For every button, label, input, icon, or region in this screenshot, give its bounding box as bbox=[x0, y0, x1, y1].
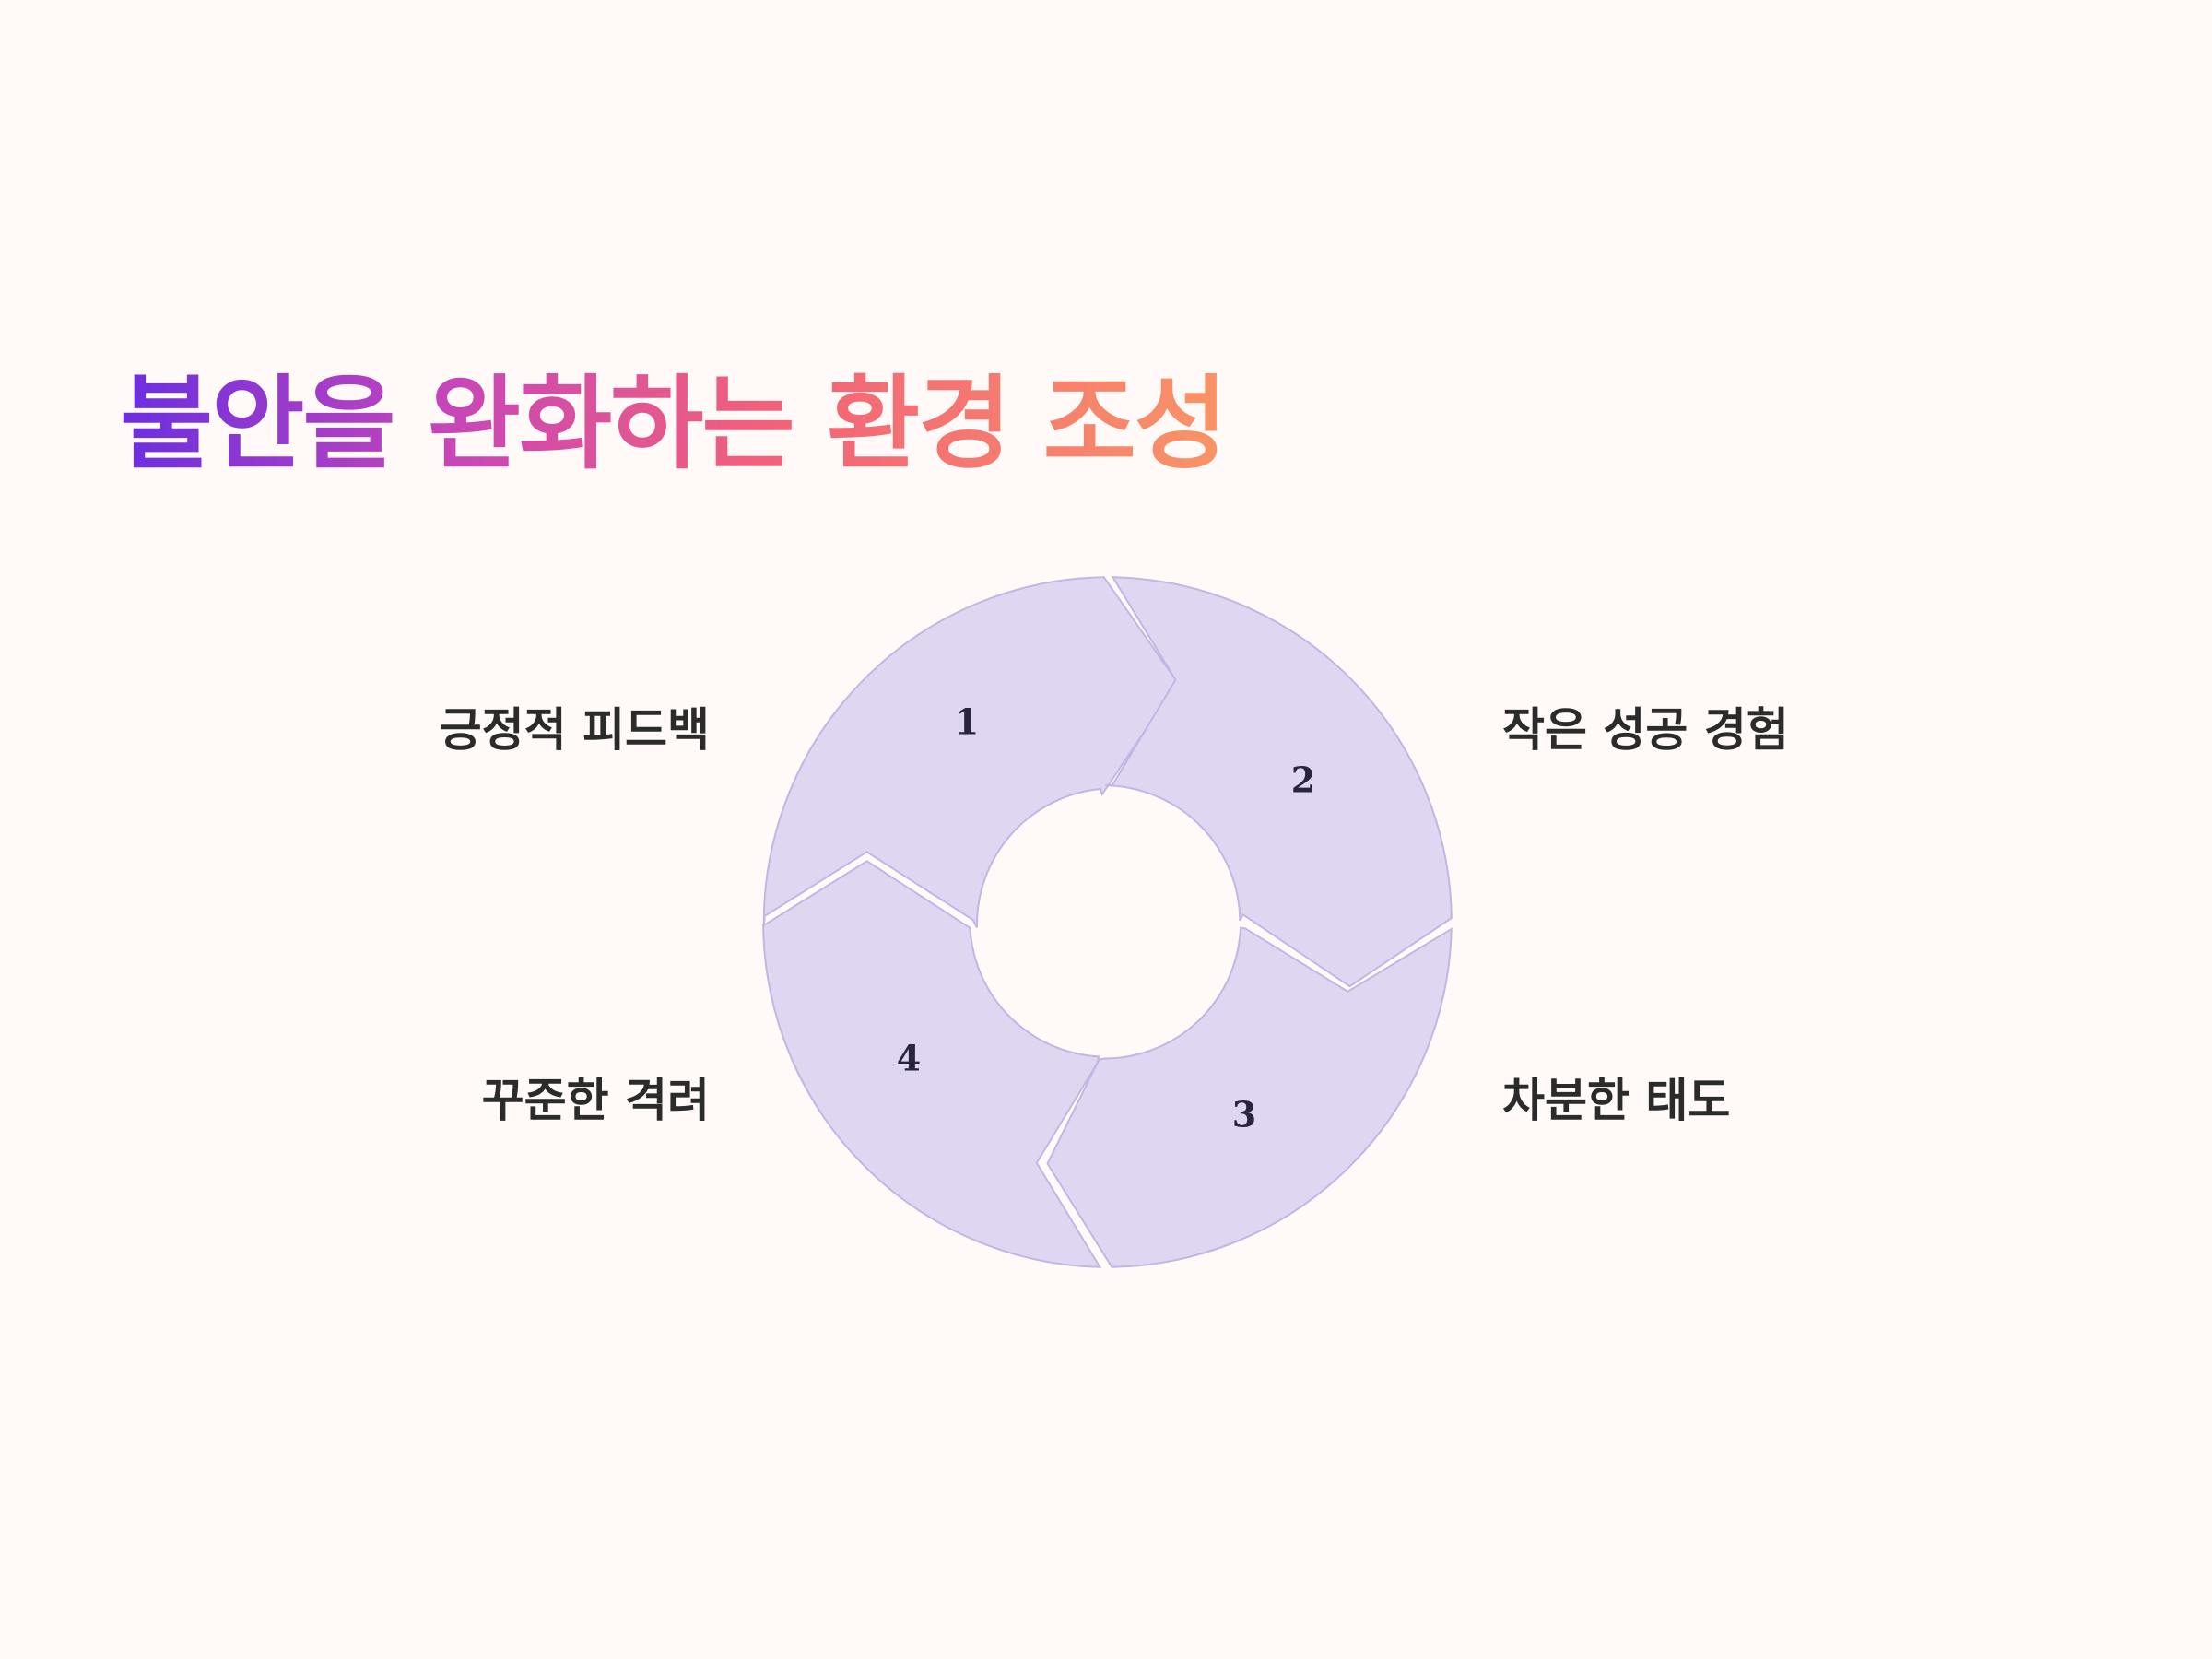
segment-number-3: 3 bbox=[1232, 1094, 1256, 1135]
cycle-segment-4 bbox=[762, 860, 1102, 1268]
step-label-1: 긍정적 피드백 bbox=[439, 703, 710, 757]
step-label-4: 꾸준한 격려 bbox=[481, 1074, 710, 1127]
cycle-segment-2 bbox=[1105, 576, 1453, 988]
slide-title: 불안을 완화하는 환경 조성 bbox=[120, 365, 1228, 483]
cycle-segment-1 bbox=[762, 576, 1179, 929]
segment-number-1: 1 bbox=[955, 701, 979, 743]
segment-number-4: 4 bbox=[897, 1038, 921, 1079]
segment-number-2: 2 bbox=[1291, 759, 1315, 801]
step-label-3: 차분한 태도 bbox=[1502, 1074, 1731, 1127]
cycle-segment-3 bbox=[1046, 926, 1453, 1268]
step-label-2: 작은 성공 경험 bbox=[1502, 703, 1789, 757]
